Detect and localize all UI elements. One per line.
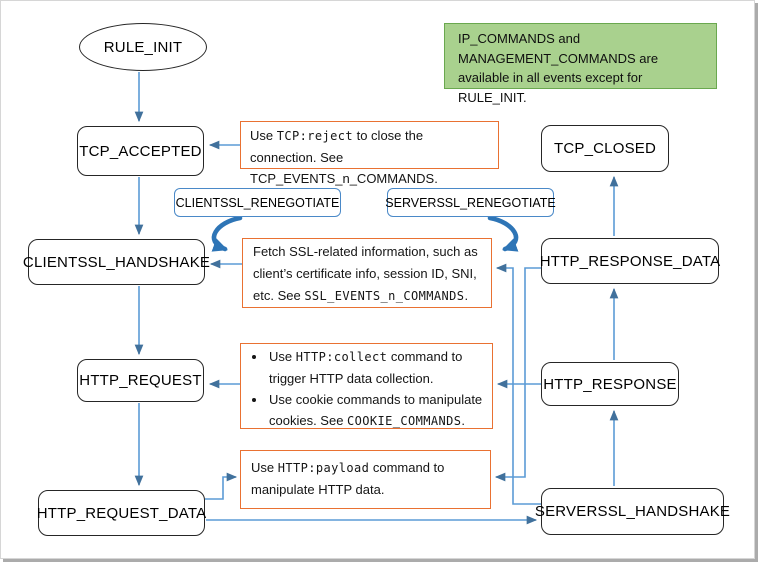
node-label: TCP_CLOSED <box>553 140 657 157</box>
note-text: . <box>464 288 469 303</box>
note-text: Use cookie commands to manipulate cookie… <box>269 392 483 428</box>
node-label: HTTP_RESPONSE <box>543 375 677 393</box>
node-label: HTTP_RESPONSE_DATA <box>539 252 721 270</box>
node-http-request-data: HTTP_REQUEST_DATA <box>36 490 207 536</box>
node-tcp-closed: TCP_CLOSED <box>541 125 669 172</box>
arrow-http-request-data-to-payload-note <box>205 472 238 500</box>
curve-serverssl-renegotiate-to-ssl-note <box>487 215 519 252</box>
node-http-response: HTTP_RESPONSE <box>541 362 679 406</box>
note-code: TCP:reject <box>276 129 353 143</box>
node-tcp-accepted: TCP_ACCEPTED <box>77 126 204 176</box>
node-label: HTTP_REQUEST_DATA <box>36 504 207 522</box>
info-note-commands-availability: IP_COMMANDS and MANAGEMENT_COMMANDS are … <box>444 23 717 105</box>
node-label: TCP_ACCEPTED <box>79 142 202 160</box>
node-serverssl-handshake: SERVERSSL_HANDSHAKE <box>535 488 730 535</box>
note-text: command to trigger HTTP data collection. <box>269 349 463 386</box>
node-label: CLIENTSSL_HANDSHAKE <box>22 253 211 271</box>
note-tcp-reject: Use TCP:reject to close the connection. … <box>240 121 499 186</box>
node-label: HTTP_REQUEST <box>79 372 202 389</box>
note-http-payload: Use HTTP:payload command to manipulate H… <box>240 450 491 509</box>
note-code: HTTP:payload <box>277 461 370 475</box>
note-text: Use <box>250 128 277 143</box>
node-label: RULE_INIT <box>103 38 183 56</box>
note-text: to close the connection. See TCP_EVENTS_… <box>250 128 438 186</box>
note-text: IP_COMMANDS and MANAGEMENT_COMMANDS are … <box>458 31 659 105</box>
arrow-serverssl-handshake-to-ssl-note <box>495 263 541 505</box>
note-ssl-info: Fetch SSL-related information, such as c… <box>242 238 492 308</box>
node-http-response-data: HTTP_RESPONSE_DATA <box>539 238 721 284</box>
note-text: Use <box>251 460 278 475</box>
note-text: . <box>461 413 466 428</box>
note-bullet-list: Use HTTP:collect command to trigger HTTP… <box>247 346 486 432</box>
note-code: HTTP:collect <box>295 350 388 364</box>
note-bullet: Use HTTP:collect command to trigger HTTP… <box>267 346 486 389</box>
note-text: command to manipulate HTTP data. <box>251 460 445 497</box>
note-text: Fetch SSL-related information, such as c… <box>253 244 478 303</box>
note-text: Use <box>269 349 296 364</box>
node-label: SERVERSSL_RENEGOTIATE <box>385 195 556 210</box>
note-code: SSL_EVENTS_n_COMMANDS <box>304 289 465 303</box>
note-bullet: Use cookie commands to manipulate cookie… <box>267 389 486 432</box>
arrow-http-response-data-to-payload-note <box>494 267 541 482</box>
node-label: CLIENTSSL_RENEGOTIATE <box>175 195 340 210</box>
curve-clientssl-renegotiate-to-ssl-note <box>211 215 243 252</box>
note-http-collect-cookies: Use HTTP:collect command to trigger HTTP… <box>240 343 493 429</box>
note-code: COOKIE_COMMANDS <box>347 414 462 428</box>
node-label: SERVERSSL_HANDSHAKE <box>534 503 731 520</box>
node-clientssl-handshake: CLIENTSSL_HANDSHAKE <box>23 239 210 285</box>
node-http-request: HTTP_REQUEST <box>77 359 204 402</box>
node-clientssl-renegotiate: CLIENTSSL_RENEGOTIATE <box>174 188 341 217</box>
node-rule-init: RULE_INIT <box>79 23 207 71</box>
node-serverssl-renegotiate: SERVERSSL_RENEGOTIATE <box>385 188 556 217</box>
